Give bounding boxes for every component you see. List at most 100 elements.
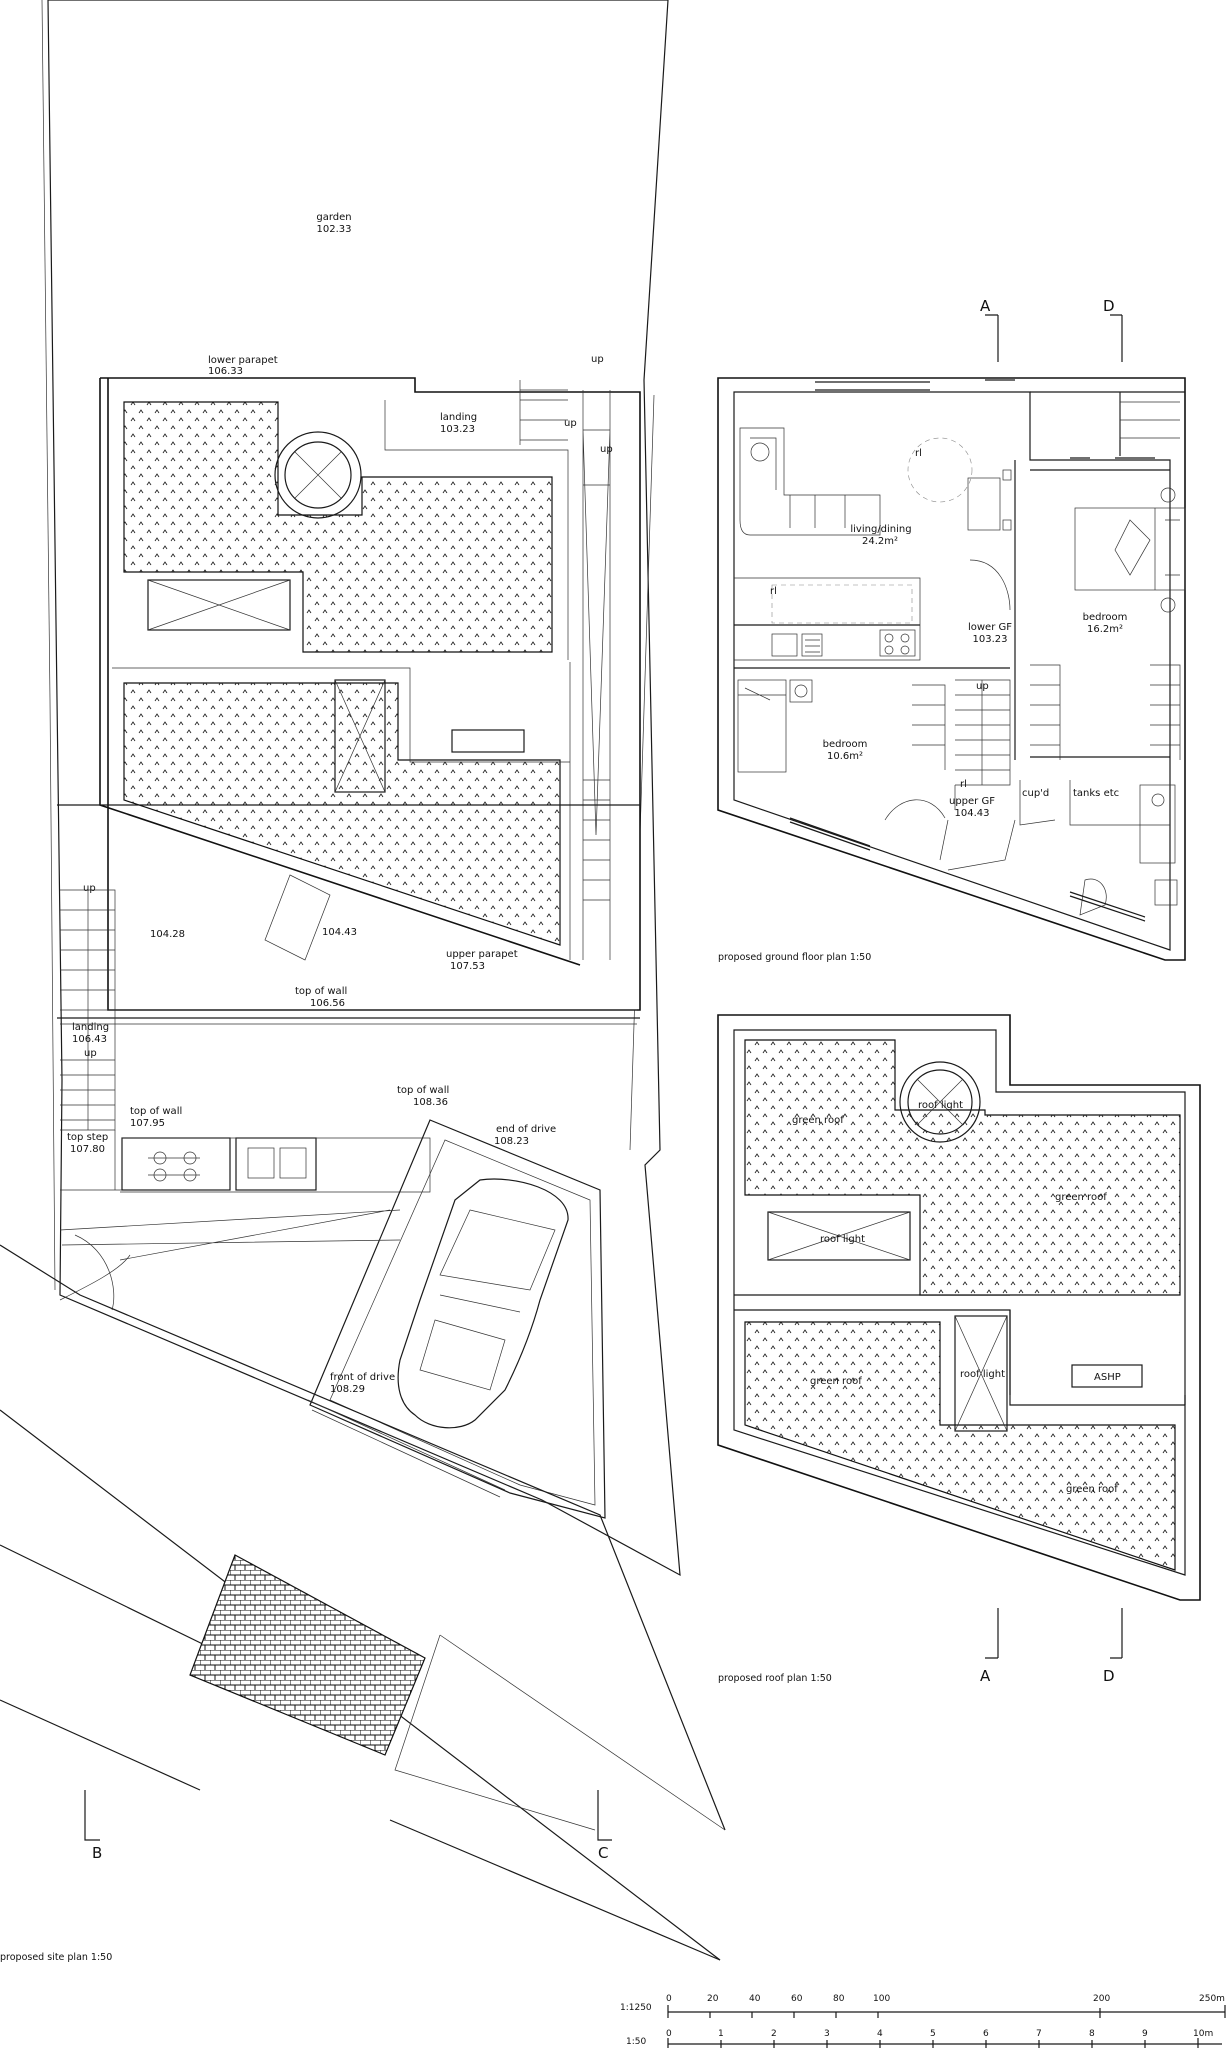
scale-50-tick-5: 5 [930, 2029, 936, 2039]
scale-50-label: 1:50 [626, 2037, 646, 2047]
level-end-of-drive: 108.23 [494, 1136, 529, 1147]
label-upper-gf: upper GF [949, 796, 995, 807]
label-up-4: up [83, 883, 96, 894]
label-tanks: tanks etc [1073, 788, 1119, 799]
roof-plan [717, 1014, 1201, 1659]
roof-plan-title: proposed roof plan 1:50 [718, 1673, 832, 1684]
label-up-3: up [600, 444, 613, 455]
label-upper-parapet: upper parapet [446, 949, 518, 960]
sofa-icon [739, 427, 881, 536]
label-bedroom-1-area: 16.2m² [1087, 624, 1123, 635]
scale-50-tick-4: 4 [877, 2029, 883, 2039]
label-bedroom-1: bedroom [1083, 612, 1128, 623]
label-roof-light-3: roof light [960, 1369, 1005, 1380]
label-landing-top: landing [440, 412, 477, 423]
label-top-of-wall-3: top of wall [397, 1085, 449, 1096]
label-roof-light-2: roof light [820, 1234, 865, 1245]
label-landing-side: landing [72, 1022, 109, 1033]
level-lower-gf: 103.23 [973, 634, 1008, 645]
ground-floor-outline [717, 377, 1186, 961]
label-roof-light-1: roof light [918, 1100, 963, 1111]
scale-50-tick-8: 8 [1089, 2029, 1095, 2039]
section-mark-b: B [92, 1844, 102, 1862]
scale-50-tick-9: 9 [1142, 2029, 1148, 2039]
dining-table-icon [967, 477, 1001, 531]
scale-1250-tick-5: 100 [873, 1994, 890, 2004]
level-landing-top: 103.23 [440, 424, 475, 435]
level-104-28: 104.28 [150, 929, 185, 940]
site-side-stair [582, 390, 611, 960]
roof-section-mark-d: D [1103, 1667, 1115, 1685]
level-upper-parapet: 107.53 [450, 961, 485, 972]
scale-50-tick-7: 7 [1036, 2029, 1042, 2039]
site-green-roof-lower [123, 682, 561, 946]
scale-1250-tick-2: 40 [749, 1994, 761, 2004]
label-up-2: up [564, 418, 577, 429]
label-living-area: 24.2m² [862, 536, 898, 547]
label-end-of-drive: end of drive [496, 1124, 556, 1135]
site-plan-labels: garden 102.33 lower parapet 106.33 landi… [0, 212, 613, 1963]
scale-1250-tick-4: 80 [833, 1994, 845, 2004]
label-living-dining: living/dining [850, 524, 911, 535]
section-mark-c: C [598, 1844, 608, 1862]
hob-icon [879, 629, 916, 657]
scale-50-tick-10: 10m [1193, 2029, 1213, 2039]
gf-section-mark-d: D [1103, 297, 1115, 315]
roof-section-mark-a: A [980, 1667, 991, 1685]
label-up-stair: up [976, 681, 989, 692]
label-ashp: ASHP [1094, 1372, 1121, 1383]
level-top-of-wall-3: 108.36 [413, 1097, 448, 1108]
roof-plan-labels: green roof roof light green roof roof li… [718, 1100, 1121, 1685]
level-104-43: 104.43 [322, 927, 357, 938]
label-rl-1: rl [915, 448, 922, 459]
scale-1250-tick-6: 200 [1093, 1994, 1110, 2004]
label-cupboard: cup'd [1022, 788, 1049, 799]
scale-1250-label: 1:1250 [620, 2003, 652, 2013]
label-top-step: top step [67, 1132, 108, 1143]
label-garden: garden [316, 212, 351, 223]
ashp-unit [1071, 1364, 1143, 1388]
kitchen-counter [734, 577, 921, 661]
level-top-step: 107.80 [70, 1144, 105, 1155]
scale-50-tick-0: 0 [666, 2029, 672, 2039]
site-plan-title: proposed site plan 1:50 [0, 1952, 112, 1963]
level-top-of-wall-1: 106.56 [310, 998, 345, 1009]
level-lower-parapet: 106.33 [208, 366, 243, 377]
label-rl-3: rl [960, 779, 967, 790]
label-green-roof-1: green roof [792, 1115, 844, 1126]
label-green-roof-2: green roof [1055, 1192, 1107, 1203]
scale-1250-tick-3: 60 [791, 1994, 803, 2004]
label-top-of-wall-2: top of wall [130, 1106, 182, 1117]
scale-50-tick-6: 6 [983, 2029, 989, 2039]
scale-50-tick-3: 3 [824, 2029, 830, 2039]
site-boundary [47, 0, 681, 1577]
gf-section-mark-a: A [980, 297, 991, 315]
internal-stair [955, 679, 1011, 786]
scale-1250-tick-0: 0 [666, 1994, 672, 2004]
roof-green-roof-lower [744, 1321, 1176, 1571]
label-lower-parapet: lower parapet [208, 355, 278, 366]
level-upper-gf: 104.43 [955, 808, 990, 819]
label-front-of-drive: front of drive [330, 1372, 395, 1383]
label-bedroom-2: bedroom [823, 739, 868, 750]
scale-50-tick-2: 2 [771, 2029, 777, 2039]
label-green-roof-3: green roof [810, 1376, 862, 1387]
label-up-1: up [591, 354, 604, 365]
level-top-of-wall-2: 107.95 [130, 1118, 165, 1129]
scale-1250-bar [667, 2005, 1226, 2018]
scale-50-tick-1: 1 [718, 2029, 724, 2039]
pedestrian-crossing-paving [189, 1554, 426, 1756]
ground-floor-plan [717, 314, 1186, 961]
level-landing-side: 106.43 [72, 1034, 107, 1045]
ground-floor-title: proposed ground floor plan 1:50 [718, 952, 871, 963]
ground-floor-labels: A D living/dining 24.2m² lower GF 103.23… [718, 297, 1127, 963]
label-bedroom-2-area: 10.6m² [827, 751, 863, 762]
scale-50-bar [667, 2038, 1222, 2048]
road-edge [0, 1244, 726, 1961]
site-left-stair [60, 889, 116, 1131]
level-front-of-drive: 108.29 [330, 1384, 365, 1395]
label-rl-2: rl [770, 586, 777, 597]
site-drive [309, 1119, 606, 1519]
single-bed-icon [737, 679, 787, 773]
